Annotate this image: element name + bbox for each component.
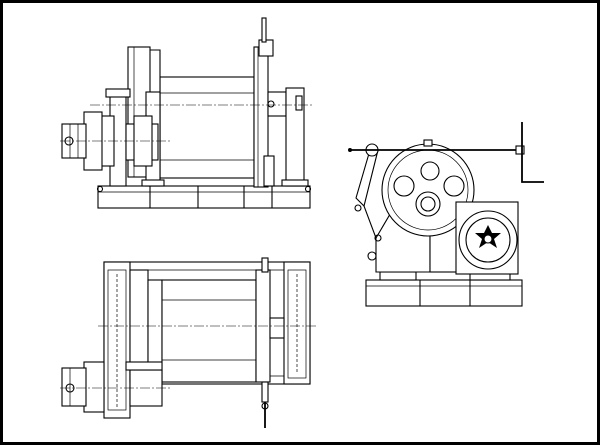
plan-view: [60, 257, 316, 428]
side-elevation-view: [348, 122, 544, 307]
front-elevation-view: [60, 17, 312, 209]
